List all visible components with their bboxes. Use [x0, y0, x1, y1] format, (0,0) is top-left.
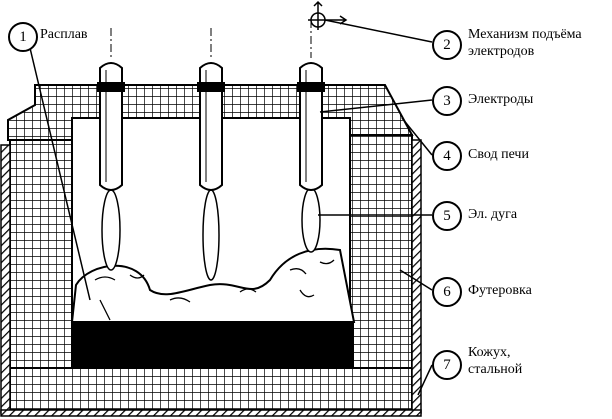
bath — [72, 322, 354, 368]
callout-4-number: 4 — [432, 141, 462, 171]
melt — [70, 247, 356, 323]
callout-6-number: 6 — [432, 277, 462, 307]
callout-6-label: Футеровка — [468, 283, 532, 298]
steel-shell — [0, 139, 422, 417]
callout-7-number: 7 — [432, 350, 462, 380]
callout-1-label: Расплав — [40, 27, 88, 42]
callout-4-label: Свод печи — [468, 147, 529, 162]
lifting-mechanism-symbol — [308, 0, 348, 30]
callout-7-label: Кожух, стальной — [468, 345, 523, 377]
callout-2-number: 2 — [432, 30, 462, 60]
callout-2-label: Механизм подъёма электродов — [468, 27, 582, 59]
callout-1-number: 1 — [8, 22, 38, 52]
electrodes — [97, 62, 325, 191]
leader-lines — [29, 19, 433, 396]
callout-3-label: Электроды — [468, 92, 534, 107]
callout-5-label: Эл. дуга — [468, 207, 518, 222]
callout-3-number: 3 — [432, 86, 462, 116]
callout-5-number: 5 — [432, 201, 462, 231]
